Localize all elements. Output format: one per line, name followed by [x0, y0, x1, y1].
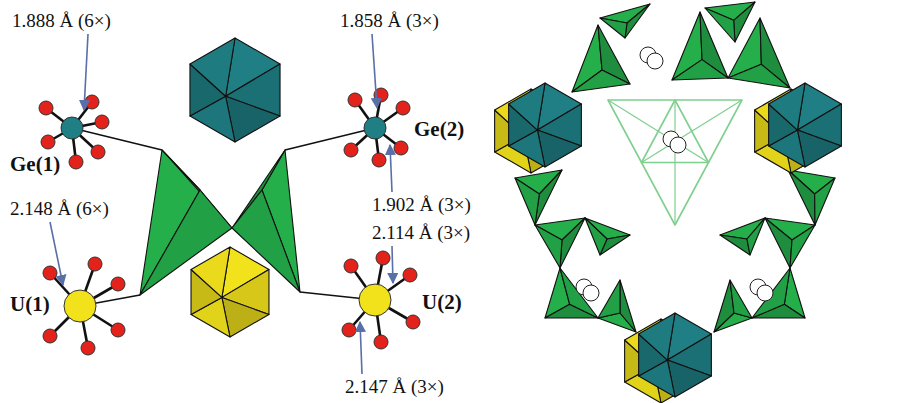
- bond-length-label: 1.888 Å (6×): [12, 10, 111, 32]
- germanium-atom: [364, 117, 386, 139]
- tetrahedron-face: [788, 170, 815, 225]
- tetrahedron-face: [720, 235, 750, 255]
- oxygen-atom: [372, 153, 386, 167]
- oxygen-atom: [39, 101, 53, 115]
- tetrahedron-face: [585, 218, 607, 255]
- uranium-atom: [359, 284, 391, 316]
- oxygen-atom: [344, 259, 358, 273]
- oxygen-atom: [394, 141, 408, 155]
- tetrahedron-face: [572, 70, 630, 92]
- oxygen-atom: [95, 115, 109, 129]
- oxygen-atom: [348, 93, 362, 107]
- water-molecule: [647, 53, 663, 69]
- water-molecule: [583, 285, 599, 301]
- tetrahedron-face: [600, 18, 627, 38]
- ge-octahedron-face: [769, 83, 805, 130]
- channel-line: [674, 100, 675, 225]
- tetrahedron-face: [730, 280, 752, 318]
- oxygen-atom: [43, 329, 57, 343]
- tetrahedron-face: [728, 64, 790, 88]
- tetrahedron-face: [140, 190, 232, 295]
- oxygen-atom: [406, 315, 420, 329]
- bond-length-label: 2.147 Å (3×): [345, 376, 444, 398]
- atom-label: Ge(2): [414, 117, 464, 141]
- leader-arrow: [50, 222, 63, 285]
- oxygen-atom: [111, 277, 125, 291]
- oxygen-atom: [91, 145, 105, 159]
- tetrahedron-face: [625, 4, 650, 38]
- leader-arrow: [392, 246, 393, 283]
- oxygen-atom: [374, 335, 388, 349]
- tetrahedron-face: [232, 190, 300, 292]
- atom-label: U(1): [10, 292, 50, 316]
- oxygen-atom: [81, 341, 95, 355]
- u-polyhedron-face: [191, 247, 230, 297]
- oxygen-atom: [403, 268, 417, 282]
- tetrahedron-face: [765, 218, 792, 268]
- leader-arrow: [390, 145, 392, 192]
- oxygen-atom: [342, 323, 356, 337]
- tetrahedron-face: [672, 60, 728, 80]
- tetrahedron-face: [752, 268, 790, 318]
- water-molecule: [670, 137, 686, 153]
- bond-length-label: 2.114 Å (3×): [372, 222, 470, 244]
- oxygen-atom: [88, 257, 102, 271]
- leader-arrow: [84, 34, 88, 110]
- tetrahedron-face: [705, 8, 735, 42]
- tetrahedron-face: [560, 218, 585, 268]
- tetrahedron-face: [734, 2, 755, 42]
- channel-line: [642, 100, 743, 163]
- tetrahedron-face: [598, 280, 620, 318]
- channel-line: [608, 100, 709, 163]
- germanium-atom: [61, 117, 83, 139]
- channel-outline: [608, 100, 742, 225]
- atom-label: Ge(1): [10, 152, 60, 176]
- oxygen-atom: [85, 95, 99, 109]
- tetrahedron-face: [560, 268, 598, 318]
- leader-arrow: [360, 322, 362, 374]
- bond-length-label: 2.148 Å (6×): [10, 198, 109, 220]
- oxygen-atom: [376, 251, 390, 265]
- linkage-line: [285, 128, 375, 150]
- oxygen-atom: [41, 135, 55, 149]
- oxygen-atom: [43, 266, 57, 280]
- tetrahedron-face: [620, 280, 636, 332]
- oxygen-atom: [111, 323, 125, 337]
- tetrahedron-face: [747, 218, 765, 255]
- ge-octahedron-face: [190, 38, 235, 96]
- bond-length-label: 1.902 Å (3×): [372, 194, 471, 216]
- tetrahedron-face: [790, 225, 815, 268]
- uranium-atom: [64, 290, 96, 322]
- tetrahedron-face: [815, 178, 835, 225]
- atom-label: U(2): [422, 290, 462, 314]
- ge-octahedron-face: [639, 313, 675, 360]
- oxygen-atom: [69, 155, 83, 169]
- framework-panel: [495, 2, 842, 403]
- leader-arrow: [372, 34, 377, 108]
- tetrahedron-face: [535, 225, 562, 268]
- oxygen-atom: [396, 101, 410, 115]
- oxygen-atom: [344, 143, 358, 157]
- tetrahedron-face: [515, 178, 539, 225]
- water-molecule: [757, 285, 773, 301]
- ge-octahedron-face: [509, 83, 545, 130]
- bond-length-label: 1.858 Å (3×): [340, 10, 439, 32]
